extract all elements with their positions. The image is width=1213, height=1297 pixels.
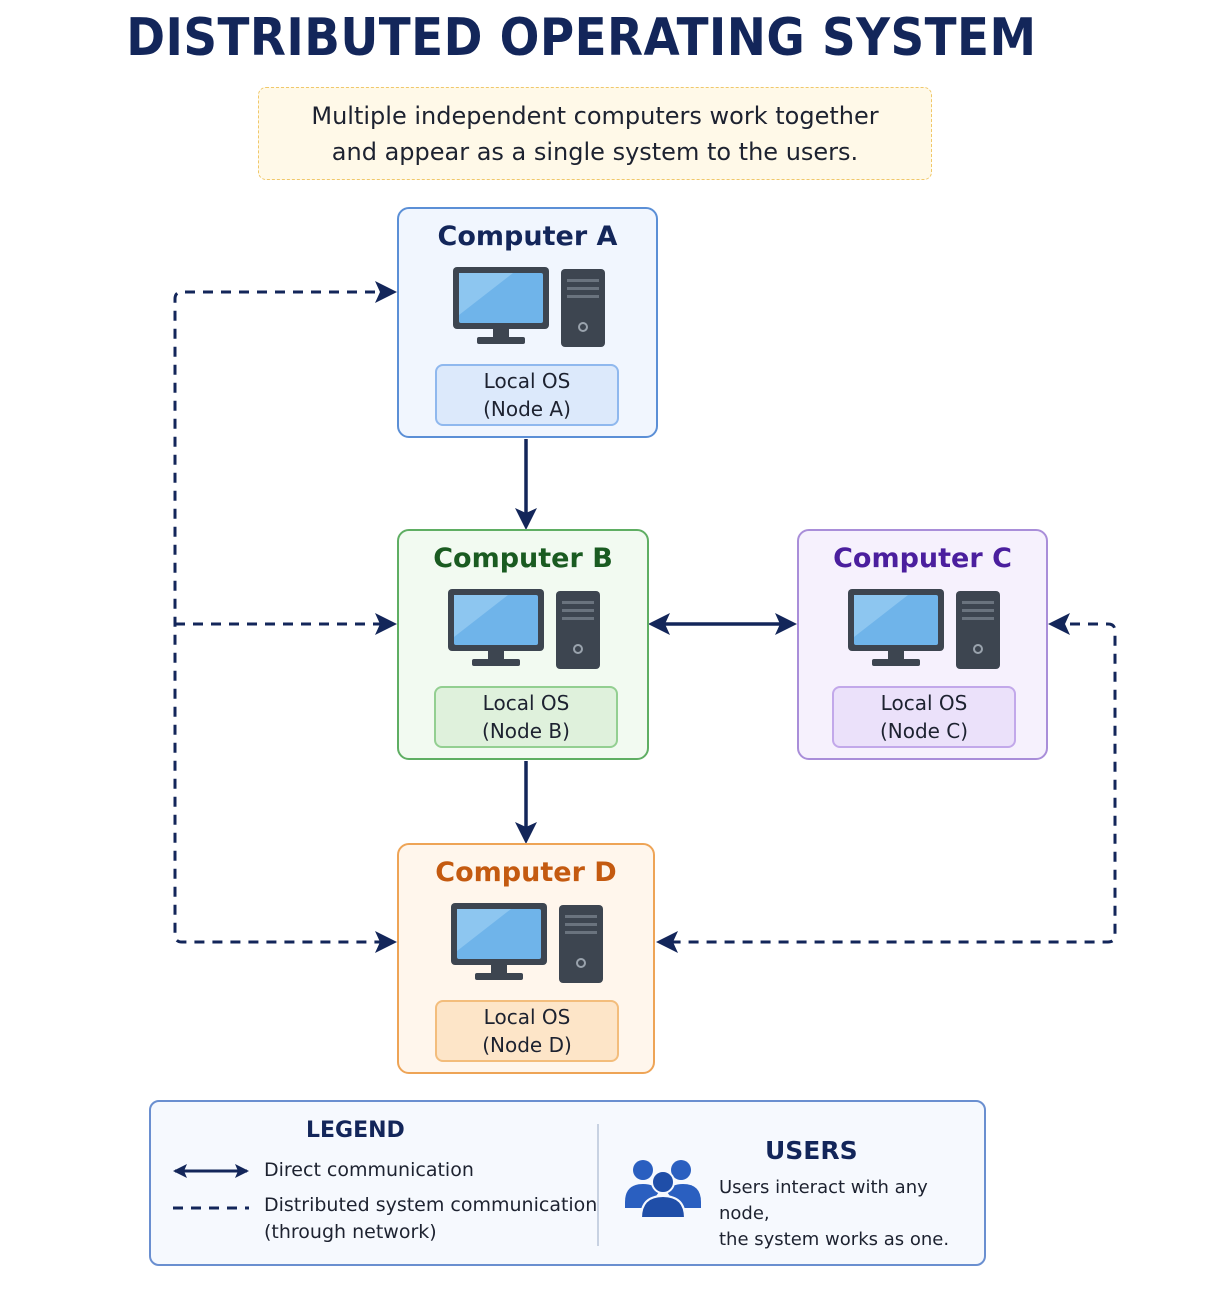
node-computer-d: Computer D Local OS (Node D) <box>397 843 655 1074</box>
node-title: Computer C <box>833 543 1012 574</box>
page-title: DISTRIBUTED OPERATING SYSTEM <box>126 8 1037 68</box>
users-title: USERS <box>765 1136 858 1165</box>
legend-panel: LEGEND Direct communication Distributed … <box>149 1100 986 1266</box>
local-os-box: Local OS (Node A) <box>435 364 619 426</box>
legend-graphics <box>173 1164 249 1210</box>
node-computer-c: Computer C Local OS (Node C) <box>797 529 1048 760</box>
node-title: Computer B <box>433 543 613 574</box>
local-os-box: Local OS (Node B) <box>434 686 618 748</box>
legend-title: LEGEND <box>306 1118 405 1143</box>
users-group-icon <box>625 1160 701 1218</box>
computer-icon <box>448 589 600 669</box>
node-computer-b: Computer B Local OS (Node B) <box>397 529 649 760</box>
os-label: Local OS <box>880 691 968 715</box>
os-label: Local OS <box>482 691 570 715</box>
description-box: Multiple independent computers work toge… <box>258 87 932 180</box>
network-edge-left <box>173 281 397 953</box>
computer-icon <box>847 589 1000 669</box>
local-os-box: Local OS (Node C) <box>832 686 1016 748</box>
node-title: Computer D <box>435 857 617 888</box>
local-os-box: Local OS (Node D) <box>435 1000 619 1062</box>
computer-icon <box>452 267 605 347</box>
computer-icon <box>451 903 603 983</box>
os-label: Local OS <box>483 1005 571 1029</box>
legend-direct-label: Direct communication <box>264 1159 474 1181</box>
os-label: Local OS <box>483 369 571 393</box>
node-title: Computer A <box>437 221 618 252</box>
node-label: (Node A) <box>483 397 571 421</box>
description-text: Multiple independent computers work toge… <box>311 101 879 166</box>
node-label: (Node C) <box>879 719 969 743</box>
legend-distributed-label: Distributed system communication (throug… <box>264 1194 598 1243</box>
node-label: (Node D) <box>482 1033 572 1057</box>
node-label: (Node B) <box>482 719 570 743</box>
users-description: Users interact with any node, the system… <box>719 1177 950 1250</box>
node-computer-a: Computer A Local OS (Node A) <box>397 207 658 438</box>
legend-divider <box>597 1124 599 1246</box>
